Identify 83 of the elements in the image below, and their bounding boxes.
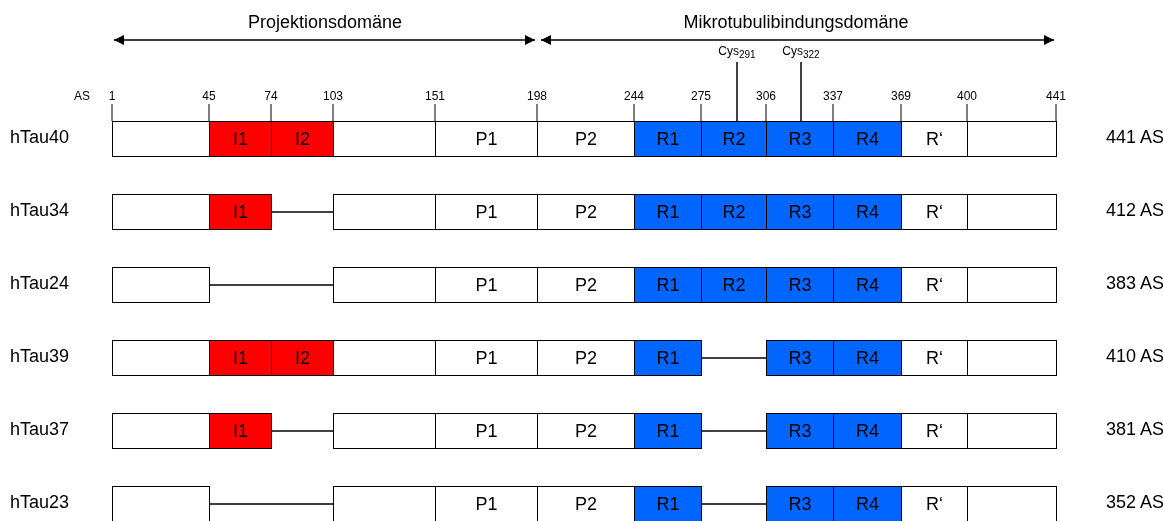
- domain-segment: R‘: [901, 267, 968, 303]
- leader-line: [736, 61, 738, 122]
- domain-segment: P1: [435, 267, 538, 303]
- length-label: 441 AS: [1106, 127, 1163, 148]
- domain-segment: I1: [209, 413, 272, 449]
- domain-segment: P1: [435, 194, 538, 230]
- domain-segment: R2: [701, 121, 767, 157]
- domain-segment: R3: [766, 413, 834, 449]
- isoform-name: hTau24: [10, 273, 70, 294]
- domain-segment: R4: [833, 194, 902, 230]
- domain-segment: P2: [537, 340, 635, 376]
- position-number: 1: [108, 89, 116, 103]
- length-label: 412 AS: [1106, 200, 1163, 221]
- domain-segment: R4: [833, 267, 902, 303]
- domain-segment: R3: [766, 121, 834, 157]
- domain-segment: P2: [537, 121, 635, 157]
- position-number: 306: [756, 89, 776, 103]
- domain-segment: P2: [537, 413, 635, 449]
- linker-line: [700, 430, 767, 432]
- domain-segment: R3: [766, 194, 834, 230]
- domain-segment: R1: [634, 340, 702, 376]
- domain-segment: I1: [209, 194, 272, 230]
- domain-segment: R‘: [901, 340, 968, 376]
- isoform-name: hTau39: [10, 346, 70, 367]
- domain-segment: R3: [766, 267, 834, 303]
- position-number: 198: [527, 89, 547, 103]
- domain-segment: I1: [209, 121, 272, 157]
- domain-segment: I1: [209, 340, 272, 376]
- domain-segment: I2: [271, 121, 334, 157]
- position-number: 103: [323, 89, 343, 103]
- isoform-name: hTau37: [10, 419, 70, 440]
- position-number: 45: [202, 89, 216, 103]
- empty-segment: [112, 267, 210, 303]
- domain-segment: R1: [634, 194, 702, 230]
- domain-segment: P1: [435, 340, 538, 376]
- leader-line: [800, 61, 802, 122]
- linker-line: [208, 284, 334, 286]
- domain-segment: R2: [701, 267, 767, 303]
- linker-line: [208, 503, 334, 505]
- domain-label: Projektionsdomäne: [247, 12, 403, 33]
- domain-segment: P2: [537, 194, 635, 230]
- domain-segment: R‘: [901, 194, 968, 230]
- position-number: 369: [891, 89, 911, 103]
- residue-label: Cys$_{322}$: [782, 44, 820, 61]
- domain-segment: R4: [833, 413, 902, 449]
- residue-label: Cys$_{291}$: [718, 44, 756, 61]
- linker-line: [700, 357, 767, 359]
- isoform-name: hTau40: [10, 127, 70, 148]
- position-number: 151: [425, 89, 445, 103]
- domain-segment: P2: [537, 267, 635, 303]
- domain-segment: R2: [701, 194, 767, 230]
- linker-line: [270, 430, 334, 432]
- position-number: 74: [264, 89, 278, 103]
- domain-segment: R1: [634, 413, 702, 449]
- domain-segment: P1: [435, 413, 538, 449]
- length-label: 381 AS: [1106, 419, 1163, 440]
- position-number: 400: [957, 89, 977, 103]
- domain-segment: R4: [833, 121, 902, 157]
- domain-segment: R4: [833, 340, 902, 376]
- domain-segment: R3: [766, 340, 834, 376]
- domain-segment: R1: [634, 267, 702, 303]
- length-label: 410 AS: [1106, 346, 1163, 367]
- domain-segment: I2: [271, 340, 334, 376]
- length-label: 352 AS: [1106, 492, 1163, 513]
- position-number: 244: [624, 89, 644, 103]
- position-number: 337: [823, 89, 843, 103]
- domain-segment: R‘: [901, 121, 968, 157]
- isoform-name: hTau23: [10, 492, 70, 513]
- position-number: 441: [1046, 89, 1066, 103]
- linker-line: [700, 503, 767, 505]
- domain-segment: R4: [833, 486, 902, 521]
- axis-unit: AS: [74, 89, 90, 103]
- domain-segment: R1: [634, 486, 702, 521]
- length-label: 383 AS: [1106, 273, 1163, 294]
- domain-segment: R1: [634, 121, 702, 157]
- domain-segment: R3: [766, 486, 834, 521]
- domain-segment: R‘: [901, 413, 968, 449]
- domain-segment: P1: [435, 121, 538, 157]
- empty-segment: [112, 486, 210, 521]
- isoform-name: hTau34: [10, 200, 70, 221]
- linker-line: [270, 211, 334, 213]
- domain-label: Mikrotubulibindungsdomäne: [683, 12, 909, 33]
- position-number: 275: [691, 89, 711, 103]
